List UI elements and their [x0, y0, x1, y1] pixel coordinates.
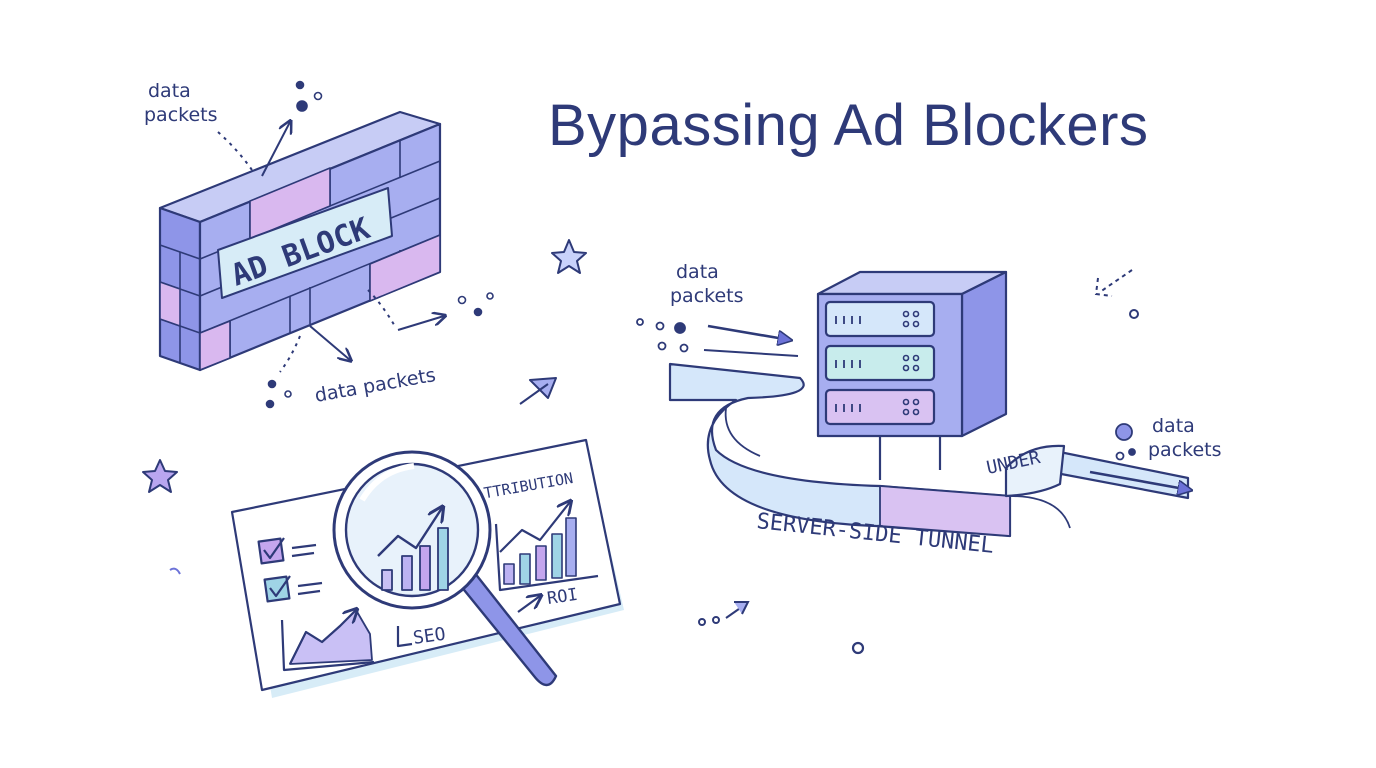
wall-label-top-2: packets — [144, 104, 218, 126]
dot-icon — [851, 641, 865, 655]
server-side — [960, 270, 1008, 438]
server-label-out-2: packets — [1148, 439, 1222, 461]
server-packet-dots — [636, 318, 1136, 461]
page-title: Bypassing Ad Blockers — [548, 93, 1149, 158]
ad-block-wall — [158, 110, 442, 372]
packet-dots — [265, 80, 494, 409]
server-tunnel — [668, 270, 1190, 538]
roi-label: ROI — [546, 585, 579, 609]
server-label-in-1: data — [676, 261, 719, 283]
dot-icon — [1129, 309, 1139, 319]
ad-block-sign — [217, 187, 393, 299]
server-label-in-2: packets — [670, 285, 744, 307]
wall-label-top-1: data — [148, 80, 191, 102]
arrow-icon — [519, 377, 557, 405]
server-label-out-1: data — [1152, 415, 1195, 437]
seo-label: SEO — [412, 624, 447, 649]
dotted-arrow-icon — [698, 601, 750, 626]
wall-dotted-arrows — [217, 122, 444, 373]
swirl-icon — [169, 567, 181, 575]
arrow-icon — [1094, 269, 1133, 297]
magnifying-glass-icon — [332, 450, 558, 687]
star-icon — [551, 239, 587, 274]
wall-label-bottom: data packets — [313, 364, 437, 407]
star-icon — [142, 459, 178, 493]
